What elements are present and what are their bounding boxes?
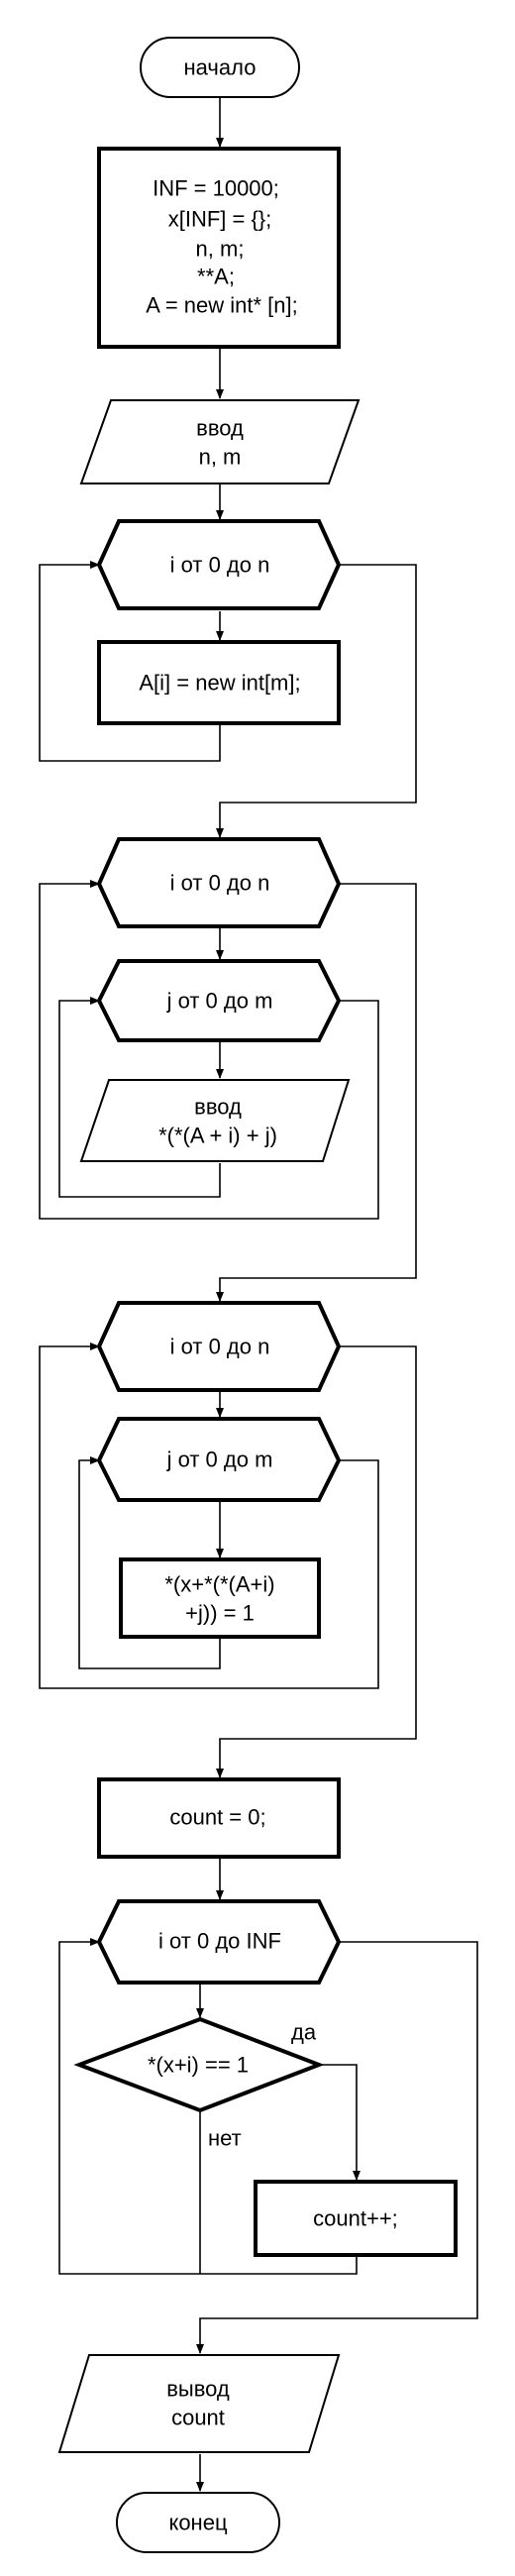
loop4-header: i от 0 до INF (96, 1899, 342, 1985)
loop2-outer-header: i от 0 до n (96, 837, 342, 928)
label-no: нет (208, 2126, 242, 2151)
loop3-inner-label: j от 0 до m (166, 1448, 273, 1472)
loop1-header: i от 0 до n (96, 519, 342, 610)
init-line-5: A = new int* [n]; (146, 293, 297, 318)
assign-block: *(x+*(*(A+i) +j)) = 1 (119, 1557, 321, 1639)
output-line-2: count (171, 2406, 225, 2430)
loop3-inner-header: j от 0 до m (96, 1417, 342, 1502)
increment-block: count++; (254, 2180, 458, 2257)
increment-label: count++; (313, 2206, 398, 2231)
loop2-inner-header: j от 0 до m (96, 959, 342, 1042)
init-line-1: INF = 10000; (153, 176, 279, 201)
input-elem-line-1: ввод (194, 1095, 242, 1120)
input-nm-line-2: n, m (199, 445, 242, 470)
alloc-label: A[i] = new int[m]; (139, 671, 300, 696)
start-terminal: начало (140, 37, 300, 98)
end-label: конец (168, 2511, 227, 2535)
loop4-label: i от 0 до INF (158, 1929, 281, 1954)
input-nm-line-1: ввод (196, 416, 244, 441)
loop3-outer-header: i от 0 до n (96, 1301, 342, 1392)
connectors (39, 98, 478, 2492)
condition-decision: *(x+i) == 1 (73, 2016, 325, 2113)
alloc-block: A[i] = new int[m]; (97, 640, 341, 725)
init-line-2: x[INF] = {}; (168, 207, 272, 232)
loop1-label: i от 0 до n (170, 553, 270, 578)
input-nm: ввод n, m (79, 399, 360, 484)
output-line-1: вывод (166, 2377, 230, 2402)
init-line-3: n, m; (196, 237, 245, 262)
output-block: вывод count (57, 2354, 341, 2453)
input-elem: ввод *(*(A + i) + j) (79, 1079, 351, 1162)
loop3-outer-label: i от 0 до n (170, 1335, 270, 1359)
count-init-label: count = 0; (169, 1805, 265, 1830)
assign-line-2: +j)) = 1 (185, 1601, 255, 1626)
start-label: начало (184, 55, 257, 80)
condition-label: *(x+i) == 1 (148, 2053, 249, 2078)
init-line-4: **A; (197, 265, 235, 289)
loop2-inner-label: j от 0 до m (166, 989, 273, 1014)
end-terminal: конец (116, 2492, 280, 2553)
init-block: INF = 10000; x[INF] = {}; n, m; **A; A =… (97, 147, 341, 349)
assign-line-1: *(x+*(*(A+i) (164, 1572, 274, 1597)
label-yes: да (291, 2020, 317, 2045)
loop2-outer-label: i от 0 до n (170, 871, 270, 896)
count-init-block: count = 0; (97, 1777, 341, 1859)
input-elem-line-2: *(*(A + i) + j) (158, 1124, 277, 1148)
